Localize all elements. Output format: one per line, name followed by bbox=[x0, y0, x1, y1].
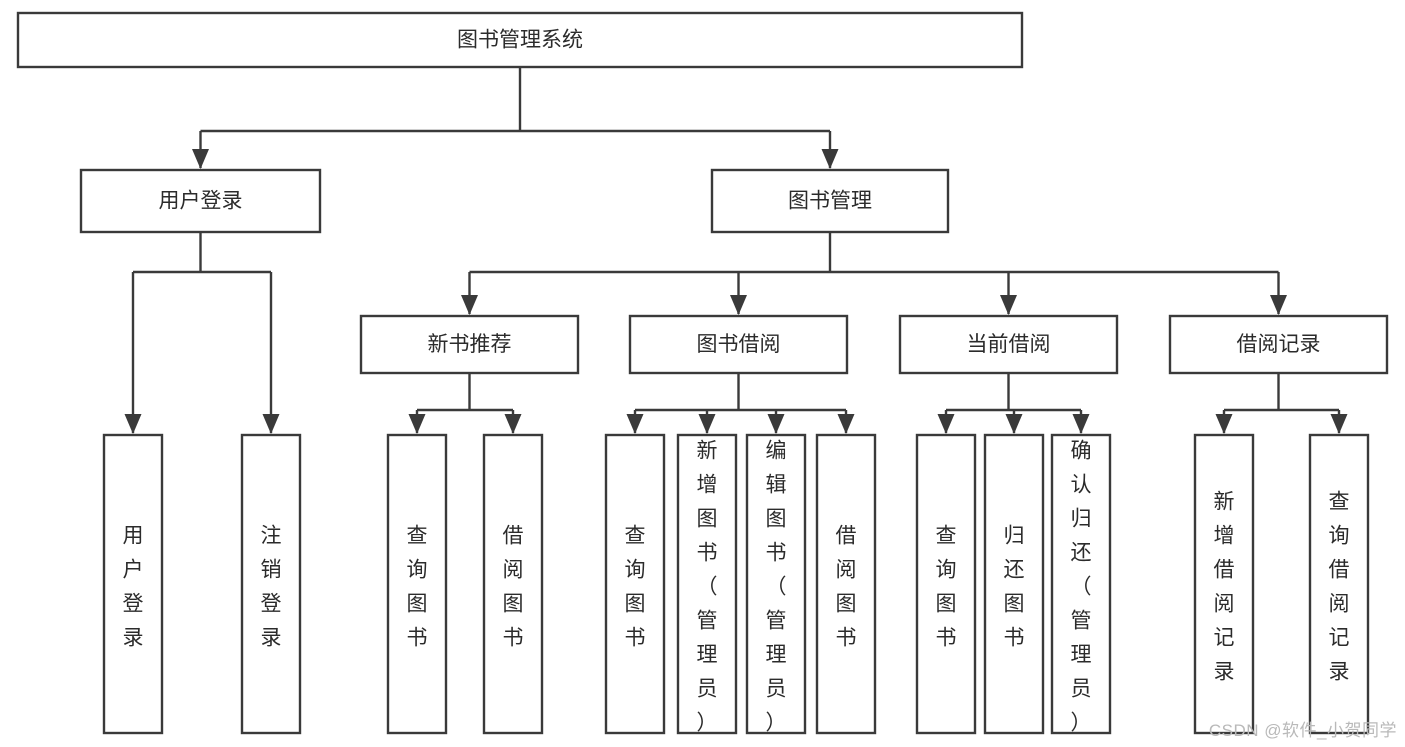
nodes-layer: 图书管理系统用户登录图书管理新书推荐图书借阅当前借阅借阅记录用户登录注销登录查询… bbox=[16, 11, 1389, 735]
node-box bbox=[983, 433, 1045, 735]
node-borrow-record[interactable]: 借阅记录 bbox=[1168, 314, 1389, 375]
node-box bbox=[676, 433, 738, 735]
arrow-head-icon bbox=[192, 149, 209, 169]
node-box bbox=[1050, 433, 1112, 735]
node-leaf-query-book-rec[interactable]: 查询图书 bbox=[386, 433, 448, 735]
node-book-manage[interactable]: 图书管理 bbox=[710, 168, 950, 234]
node-book-borrow[interactable]: 图书借阅 bbox=[628, 314, 849, 375]
node-box bbox=[1308, 433, 1370, 735]
node-label: 新增图书（管理员） bbox=[697, 440, 718, 735]
node-leaf-add-record[interactable]: 新增借阅记录 bbox=[1193, 433, 1255, 735]
arrow-head-icon bbox=[1005, 414, 1023, 434]
edges-layer bbox=[124, 67, 1348, 434]
node-label: 借阅记录 bbox=[1237, 333, 1321, 356]
watermark-label: CSDN @软件_小贺同学 bbox=[1208, 721, 1397, 740]
arrow-head-icon bbox=[461, 295, 478, 315]
node-label: 图书借阅 bbox=[697, 333, 781, 356]
node-label: 借阅图书 bbox=[836, 525, 857, 650]
arrow-head-icon bbox=[124, 414, 142, 434]
node-box bbox=[16, 11, 1024, 69]
node-leaf-return-book[interactable]: 归还图书 bbox=[983, 433, 1045, 735]
node-box bbox=[915, 433, 977, 735]
node-box bbox=[628, 314, 849, 375]
node-leaf-add-book[interactable]: 新增图书（管理员） bbox=[676, 433, 738, 735]
node-label: 图书管理 bbox=[788, 190, 872, 213]
node-leaf-query-book-borrow[interactable]: 查询图书 bbox=[604, 433, 666, 735]
node-box bbox=[102, 433, 164, 735]
node-leaf-logout[interactable]: 注销登录 bbox=[240, 433, 302, 735]
node-box bbox=[745, 433, 807, 735]
node-label: 新书推荐 bbox=[428, 333, 512, 356]
arrow-head-icon bbox=[1330, 414, 1348, 434]
node-box bbox=[359, 314, 580, 375]
node-box bbox=[898, 314, 1119, 375]
node-box bbox=[79, 168, 322, 234]
node-leaf-edit-book[interactable]: 编辑图书（管理员） bbox=[745, 433, 807, 735]
node-label: 编辑图书（管理员） bbox=[766, 440, 787, 735]
node-leaf-query-record[interactable]: 查询借阅记录 bbox=[1308, 433, 1370, 735]
node-box bbox=[1193, 433, 1255, 735]
node-new-book-recommend[interactable]: 新书推荐 bbox=[359, 314, 580, 375]
arrow-head-icon bbox=[262, 414, 280, 434]
node-box bbox=[604, 433, 666, 735]
arrow-head-icon bbox=[821, 149, 839, 169]
node-current-borrow[interactable]: 当前借阅 bbox=[898, 314, 1119, 375]
node-leaf-confirm-return[interactable]: 确认归还（管理员） bbox=[1050, 433, 1112, 735]
node-leaf-user-login[interactable]: 用户登录 bbox=[102, 433, 164, 735]
arrow-head-icon bbox=[698, 414, 716, 434]
node-leaf-query-book-current[interactable]: 查询图书 bbox=[915, 433, 977, 735]
node-box bbox=[386, 433, 448, 735]
node-box bbox=[240, 433, 302, 735]
arrow-head-icon bbox=[767, 414, 785, 434]
node-label: 新增借阅记录 bbox=[1214, 491, 1235, 684]
node-label: 注销登录 bbox=[261, 525, 282, 650]
node-box bbox=[482, 433, 544, 735]
node-label: 用户登录 bbox=[159, 190, 243, 213]
arrow-head-icon bbox=[730, 295, 747, 315]
arrow-head-icon bbox=[408, 414, 426, 434]
node-label: 查询图书 bbox=[936, 525, 957, 650]
node-box bbox=[815, 433, 877, 735]
node-label: 借阅图书 bbox=[503, 525, 524, 650]
arrow-head-icon bbox=[937, 414, 955, 434]
node-user-login[interactable]: 用户登录 bbox=[79, 168, 322, 234]
node-box bbox=[1168, 314, 1389, 375]
node-label: 用户登录 bbox=[123, 525, 144, 650]
node-label: 确认归还（管理员） bbox=[1071, 440, 1092, 735]
node-label: 查询借阅记录 bbox=[1329, 491, 1350, 684]
arrow-head-icon bbox=[1072, 414, 1090, 434]
node-label: 查询图书 bbox=[407, 525, 428, 650]
node-box bbox=[710, 168, 950, 234]
node-label: 当前借阅 bbox=[967, 333, 1051, 356]
arrow-head-icon bbox=[837, 414, 855, 434]
arrow-head-icon bbox=[1000, 295, 1017, 315]
node-leaf-borrow-book-rec[interactable]: 借阅图书 bbox=[482, 433, 544, 735]
arrow-head-icon bbox=[626, 414, 644, 434]
node-leaf-borrow-book[interactable]: 借阅图书 bbox=[815, 433, 877, 735]
node-label: 图书管理系统 bbox=[457, 29, 583, 52]
node-label: 归还图书 bbox=[1004, 525, 1025, 650]
arrow-head-icon bbox=[1270, 295, 1287, 315]
node-label: 查询图书 bbox=[625, 525, 646, 650]
node-root[interactable]: 图书管理系统 bbox=[16, 11, 1024, 69]
arrow-head-icon bbox=[504, 414, 522, 434]
arrow-head-icon bbox=[1215, 414, 1233, 434]
